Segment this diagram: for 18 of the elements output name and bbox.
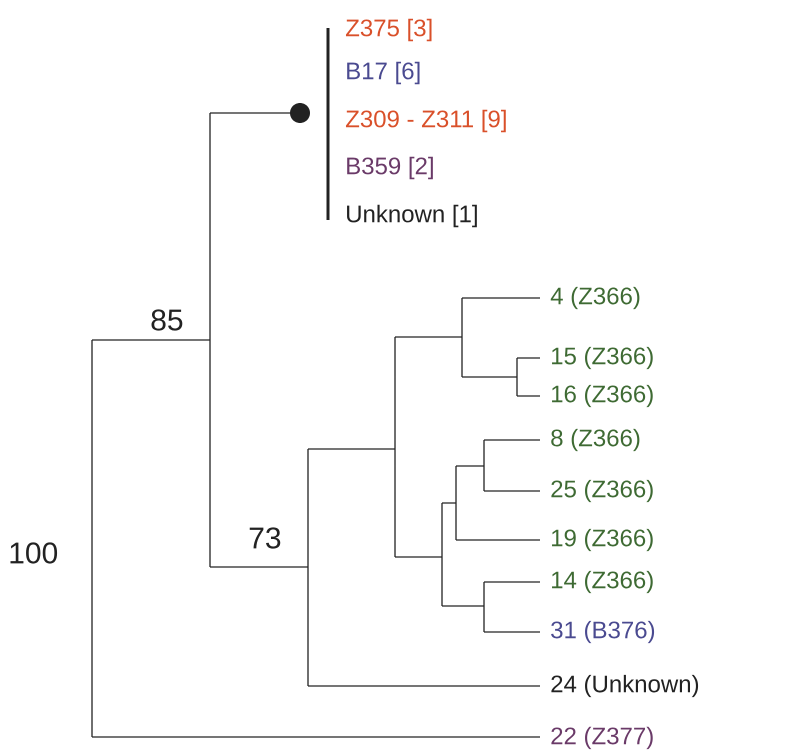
bootstrap-value: 100: [10, 542, 58, 564]
leaf-label: Unknown [1]: [347, 204, 477, 228]
leaf-label: 14 (Z366): [552, 570, 653, 594]
leaf-label: B359 [2]: [347, 156, 433, 180]
leaf-label: Z309 - Z311 [9]: [346, 110, 506, 132]
bootstrap-value: 73: [250, 527, 280, 549]
leaf-label: B17 [6]: [347, 62, 420, 84]
leaf-label: 24 (Unknown): [551, 674, 698, 698]
leaf-label: Z375 [3]: [346, 18, 432, 42]
leaf-label: 31 (B376): [551, 620, 654, 644]
leaf-label: 15 (Z366): [552, 346, 653, 370]
leaf-label: 22 (Z377): [551, 726, 653, 750]
leaf-label: 4 (Z366): [550, 286, 640, 310]
leaf-label: 19 (Z366): [552, 528, 653, 552]
leaf-label: 16 (Z366): [552, 384, 653, 408]
leaf-label: 8 (Z366): [551, 428, 640, 452]
leaf-label: 25 (Z366): [551, 480, 653, 502]
bootstrap-value: 85: [152, 309, 182, 331]
